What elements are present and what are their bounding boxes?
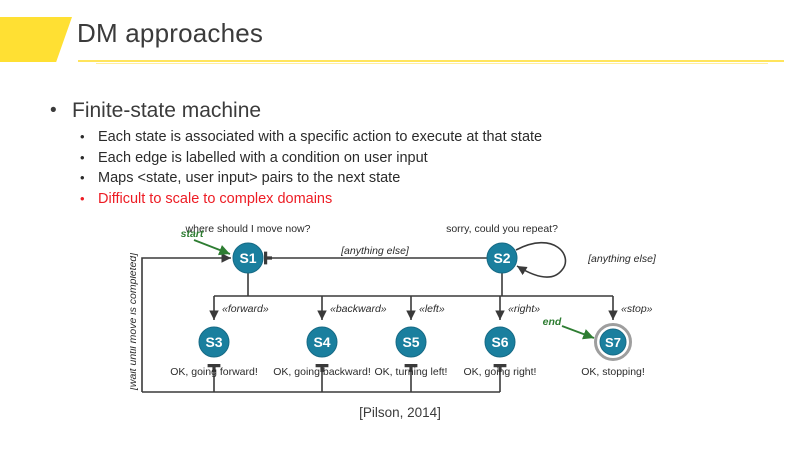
- node-s6-label: S6: [491, 334, 508, 350]
- title-underline-thin: [96, 63, 768, 64]
- label-to-s7: «stop»: [621, 303, 653, 315]
- caption-s6-response: OK, going right!: [464, 366, 537, 378]
- label-to-s4: «backward»: [330, 303, 387, 315]
- node-s4-circle[interactable]: [306, 326, 338, 358]
- node-s4[interactable]: S4: [306, 326, 338, 358]
- bullet-sub-label: Difficult to scale to complex domains: [98, 190, 333, 207]
- slide-header: DM approaches: [0, 0, 800, 66]
- node-s6[interactable]: S6: [484, 326, 516, 358]
- bullet-sub-label: Maps <state, user input> pairs to the ne…: [98, 170, 401, 186]
- bullet-marker: •: [50, 100, 57, 121]
- caption-s1-prompt: where should I move now?: [185, 223, 311, 235]
- fsm-diagram: S1 S2 S3 S4 S5 S6 S7: [130, 212, 690, 412]
- page-title: DM approaches: [77, 18, 264, 48]
- fsm-edges: [141, 239, 618, 393]
- node-s4-label: S4: [313, 334, 330, 350]
- bullet-list: • Finite-state machine • Each state is a…: [46, 98, 746, 209]
- bullet-sub-label: Each state is associated with a specific…: [98, 129, 543, 145]
- caption-s2-prompt: sorry, could you repeat?: [446, 223, 558, 235]
- bullet-marker: •: [80, 129, 85, 144]
- node-s2-label: S2: [493, 250, 510, 266]
- node-s7-accept-ring: [594, 323, 632, 361]
- label-return-condition: [wait until move is completed]: [130, 252, 139, 391]
- node-s3-circle[interactable]: [198, 326, 230, 358]
- edge-end-arrow: [561, 325, 595, 340]
- node-s3-label: S3: [205, 334, 222, 350]
- bullet-marker: •: [80, 190, 85, 206]
- bullet-marker: •: [80, 149, 85, 165]
- fsm-node-captions: where should I move now? sorry, could yo…: [170, 223, 645, 378]
- label-start: start: [181, 228, 204, 240]
- bullet-sub-1: • Each edge is labelled with a condition…: [46, 148, 746, 169]
- title-underline: [78, 60, 784, 62]
- edge-start-arrow: [193, 239, 231, 256]
- fsm-edge-labels: start end [anything else] [anything else…: [130, 228, 657, 391]
- caption-s7-response: OK, stopping!: [581, 366, 645, 378]
- label-to-s3: «forward»: [222, 303, 269, 315]
- bullet-main: • Finite-state machine: [46, 98, 746, 124]
- bullet-sub-0: • Each state is associated with a specif…: [46, 127, 746, 148]
- node-s1-circle[interactable]: [232, 242, 264, 274]
- edge-return-to-s1: [141, 253, 231, 392]
- node-s7-label: S7: [605, 335, 621, 350]
- citation: [Pilson, 2014]: [359, 405, 441, 420]
- node-s7[interactable]: S7: [594, 323, 632, 361]
- label-to-s6: «right»: [508, 303, 540, 315]
- node-s5[interactable]: S5: [395, 326, 427, 358]
- fsm-nodes: S1 S2 S3 S4 S5 S6 S7: [198, 242, 632, 361]
- label-s1-s2: [anything else]: [340, 245, 410, 257]
- bullet-sub-label: Each edge is labelled with a condition o…: [98, 149, 428, 166]
- edge-s2-self-loop: [515, 242, 567, 278]
- caption-s4-response: OK, going backward!: [273, 366, 370, 378]
- node-s6-circle[interactable]: [484, 326, 516, 358]
- label-end: end: [543, 316, 562, 328]
- caption-s3-response: OK, going forward!: [170, 366, 258, 378]
- node-s7-circle[interactable]: [599, 328, 627, 356]
- bullet-sub-3: • Difficult to scale to complex domains: [46, 189, 746, 210]
- label-to-s5: «left»: [419, 303, 445, 315]
- bullet-sub-2: • Maps <state, user input> pairs to the …: [46, 168, 746, 189]
- accent-chip: [0, 17, 72, 62]
- node-s5-circle[interactable]: [395, 326, 427, 358]
- node-s1[interactable]: S1: [232, 242, 264, 274]
- label-s2-self: [anything else]: [587, 253, 657, 265]
- node-s3[interactable]: S3: [198, 326, 230, 358]
- node-s2-circle[interactable]: [486, 242, 518, 274]
- caption-s5-response: OK, turning left!: [375, 366, 448, 378]
- node-s1-label: S1: [239, 250, 256, 266]
- node-s2[interactable]: S2: [486, 242, 518, 274]
- bullet-marker: •: [80, 170, 85, 185]
- node-s5-label: S5: [402, 334, 419, 350]
- bullet-main-label: Finite-state machine: [72, 99, 262, 122]
